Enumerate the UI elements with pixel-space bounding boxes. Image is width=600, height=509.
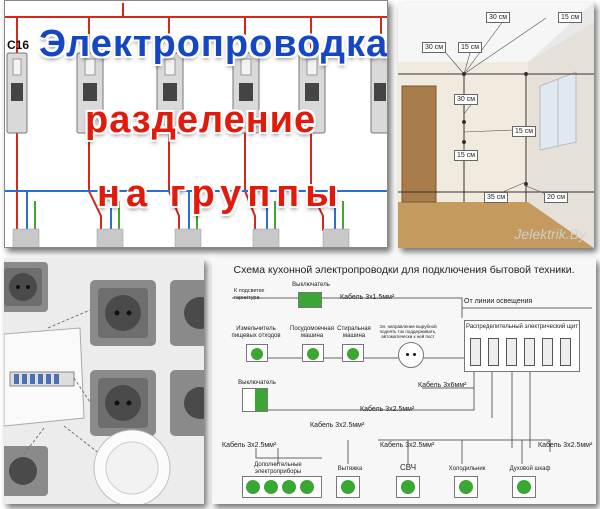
socket-note: Эл. направление вырубной поднять ток под… <box>379 324 437 339</box>
switch-top-caption: Выключатель <box>292 282 330 288</box>
socket-icon <box>512 476 536 498</box>
measure-label: 15 см <box>454 150 479 161</box>
washer-caption: Стиральная машина <box>337 326 371 339</box>
socket-icons <box>4 262 204 496</box>
fridge-caption: Холодильник <box>448 466 486 472</box>
socket-icon <box>302 344 324 362</box>
breaker-modules <box>6 52 387 134</box>
measure-label: 15 см <box>512 126 537 137</box>
socket-icon <box>342 344 364 362</box>
room-socket-heights-illustration: 30 см 15 см 30 см 15 см 30 см 15 см 15 с… <box>398 2 594 248</box>
lighting-line-label: От линии освещения <box>464 298 533 305</box>
lighting-backlight-label: К подсветке гарнитура <box>234 288 265 301</box>
switchboard-caption: Распределительный электрический щит <box>466 324 578 330</box>
sockets-distribution-illustration <box>4 258 204 504</box>
measure-label: 15 см <box>458 42 483 53</box>
breaker-wiring-svg <box>5 3 387 247</box>
measure-label: 35 см <box>484 192 509 203</box>
measure-label: 30 см <box>454 94 479 105</box>
dishwasher-caption: Посудомоечная машина <box>290 326 334 339</box>
title-line-3: на группы <box>97 173 344 215</box>
switch-top-icon <box>298 292 322 308</box>
distribution-box-icon <box>4 327 85 427</box>
extra-devices-caption: Дополнительные электроприборы <box>254 462 302 475</box>
sockets-svg <box>4 258 204 504</box>
oven-caption: Духовой шкаф <box>509 466 551 472</box>
cable-label: Кабель 3x2.5мм² <box>538 442 593 449</box>
cable-label: Кабель 3x2.5мм² <box>360 406 415 413</box>
measure-label: 30 см <box>486 12 511 23</box>
hood-caption: Вытяжка <box>337 466 363 472</box>
socket-icon <box>396 476 420 498</box>
measure-label: 30 см <box>422 42 447 53</box>
watermark: Jelektrik.By <box>514 226 586 242</box>
extra-sockets <box>242 476 322 498</box>
title-line-2: разделение <box>85 99 317 141</box>
socket-icon <box>336 476 360 498</box>
switch-mid-icon <box>242 388 268 412</box>
measure-label: 20 см <box>544 192 569 203</box>
socket-icon <box>454 476 478 498</box>
room-svg <box>398 2 594 248</box>
microwave-caption: СВЧ <box>399 463 417 472</box>
cable-label-top: Кабель 3x1.5мм² <box>340 294 395 301</box>
cable-label: Кабель 3x2.5мм² <box>310 422 365 429</box>
breaker-row <box>470 338 578 366</box>
grinder-caption: Измельчитель пищевых отходов <box>231 326 281 339</box>
scheme-title: Схема кухонной электропроводки для подкл… <box>233 264 575 276</box>
power-socket-icon <box>398 342 424 368</box>
measure-label: 15 см <box>558 12 583 23</box>
kitchen-wiring-scheme: Схема кухонной электропроводки для подкл… <box>212 258 596 504</box>
socket-icon <box>246 344 268 362</box>
title-line-1: Электропроводка <box>39 23 388 65</box>
cable-label: Кабель 3x2.5мм² <box>380 442 435 449</box>
cable-label: Кабель 3x2.5мм² <box>222 442 277 449</box>
breaker-rating-label: C16 <box>7 38 30 52</box>
wiring-groups-illustration: C16 Электропроводка разделение на группы <box>4 0 388 248</box>
switch-mid-caption: Выключатель <box>238 380 276 386</box>
cable-label-6: Кабель 3x6мм² <box>418 382 467 389</box>
